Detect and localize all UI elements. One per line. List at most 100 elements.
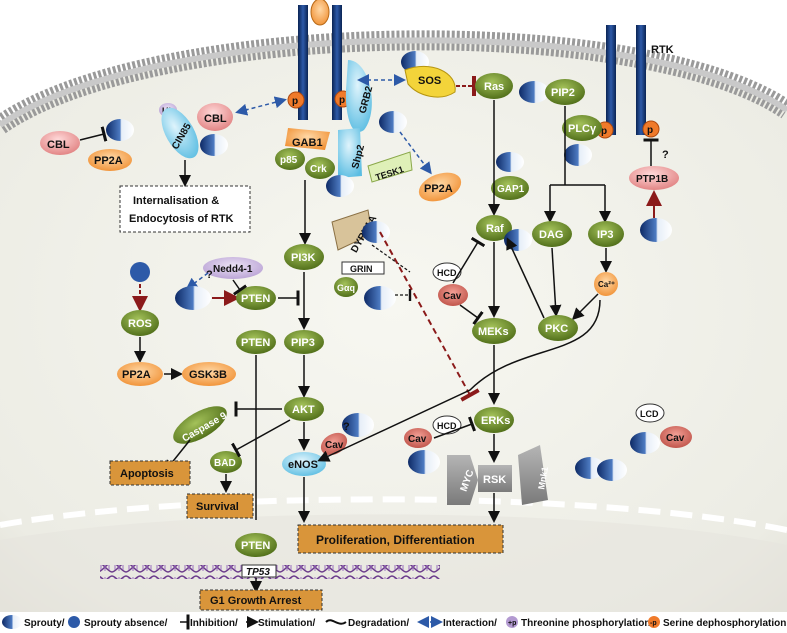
cbl-left-label: CBL	[47, 139, 70, 151]
ros-node	[121, 310, 159, 336]
pi3k-node	[284, 244, 324, 270]
legend-threonine: Threonine phosphorylation/	[521, 618, 653, 629]
legend-bar	[0, 612, 787, 633]
inhibition-line	[379, 231, 480, 402]
p85-label: p85	[280, 155, 298, 166]
gab1-node	[285, 128, 330, 150]
myc-node	[447, 455, 478, 505]
ip3-label: IP3	[597, 229, 614, 241]
sprouty-icon	[640, 218, 672, 242]
internalisation-label: Internalisation &	[133, 195, 219, 207]
legend-inhibition: Inhibition/	[190, 618, 238, 629]
pkc-label: PKC	[545, 323, 568, 335]
inhibition-line	[232, 279, 248, 296]
pten-label: PTEN	[241, 540, 270, 552]
erks-label: ERKs	[481, 415, 510, 427]
cav-node	[320, 432, 348, 456]
receptor-right	[606, 25, 646, 135]
crk-node	[305, 157, 335, 179]
sprouty-icon	[106, 119, 134, 141]
ros-label: ROS	[128, 318, 152, 330]
stimulation-arrow	[549, 247, 562, 317]
erks-node	[474, 407, 514, 433]
gsk3b-node	[182, 362, 236, 386]
cav-label: Cav	[325, 440, 344, 451]
sprouty-icon	[364, 286, 396, 310]
ras-node	[475, 73, 513, 99]
gaq-node	[334, 277, 358, 297]
sprouty-icon	[496, 152, 524, 172]
stimulation-arrow	[506, 237, 545, 319]
pip2-label: PIP2	[551, 87, 575, 99]
inhibition-line	[452, 236, 486, 284]
grin-box	[341, 261, 385, 275]
sprouty-icon	[630, 432, 660, 454]
rtk-label: RTK	[651, 44, 674, 56]
sprouty-icon	[326, 175, 354, 197]
cav-label: Cav	[443, 291, 462, 302]
pip3-label: PIP3	[291, 337, 315, 349]
sprouty-icon	[408, 450, 440, 474]
gap1-node	[491, 176, 529, 200]
svg-text:p: p	[339, 95, 345, 106]
endocytosis-label: Endocytosis of RTK	[129, 213, 234, 225]
question-mark: ?	[206, 269, 213, 281]
p-badge: p	[642, 120, 660, 138]
cav-node	[660, 426, 692, 448]
pten-label: PTEN	[241, 293, 270, 305]
threonine-icon	[506, 616, 518, 628]
pkc-node	[538, 315, 578, 341]
legend-interaction: Interaction/	[443, 618, 497, 629]
minus-p-label: -p	[650, 620, 657, 627]
pp2a-low-label: PP2A	[122, 369, 151, 381]
degradation-icon	[325, 619, 347, 625]
membrane-core	[0, 37, 787, 128]
ca-label: Ca²⁺	[598, 280, 615, 289]
pp2a-mid-label: PP2A	[424, 183, 453, 195]
inhibition-line	[433, 416, 477, 439]
cav-label: Cav	[408, 434, 427, 445]
internalisation-box	[119, 185, 251, 233]
shp2-node	[338, 128, 362, 178]
pip3-node	[284, 330, 324, 354]
p85-node	[275, 148, 305, 170]
gaq-label: Gαq	[337, 283, 355, 293]
g1-arrest-box	[199, 589, 323, 611]
proliferation-label: Proliferation, Differentiation	[316, 533, 475, 547]
enos-node	[282, 452, 326, 476]
pip2-node	[545, 79, 585, 105]
sprouty-icon	[2, 615, 22, 629]
question-mark: ?	[662, 149, 669, 161]
g1-arrest-label: G1 Growth Arrest	[210, 595, 302, 607]
nuclear-envelope	[0, 496, 787, 533]
inhibition-line	[231, 419, 291, 458]
apoptosis-label: Apoptosis	[120, 468, 174, 480]
sos-node	[404, 65, 456, 98]
dag-label: DAG	[539, 229, 563, 241]
cav-label: Cav	[666, 433, 685, 444]
sprouty-icon	[200, 134, 228, 156]
ptp1b-node	[629, 166, 679, 190]
cbl-left-node	[40, 131, 80, 155]
meks-node	[472, 318, 516, 344]
stimulation-arrow	[571, 293, 599, 321]
apoptosis-box	[109, 460, 191, 486]
sprouty-icon	[342, 413, 374, 437]
meks-label: MEKs	[478, 326, 509, 338]
receptor-center	[298, 0, 342, 120]
tesk1-node	[367, 151, 413, 183]
sprouty-absence-icon	[130, 262, 150, 282]
akt-node	[284, 397, 324, 421]
plus-p-label: +p	[508, 620, 516, 627]
cin85-node	[161, 107, 199, 159]
nedd4-label: Nedd4-1	[213, 264, 253, 275]
sprouty-icon	[597, 459, 627, 481]
dag-node	[532, 221, 572, 247]
ip3-node	[588, 221, 624, 247]
survival-box	[186, 493, 254, 519]
legend-sprouty: Sprouty/	[24, 618, 65, 629]
hcd-label: HCD	[437, 268, 457, 278]
cbl-node	[197, 103, 233, 131]
cav-node	[404, 428, 432, 448]
pp2a-left-label: PP2A	[94, 155, 123, 167]
